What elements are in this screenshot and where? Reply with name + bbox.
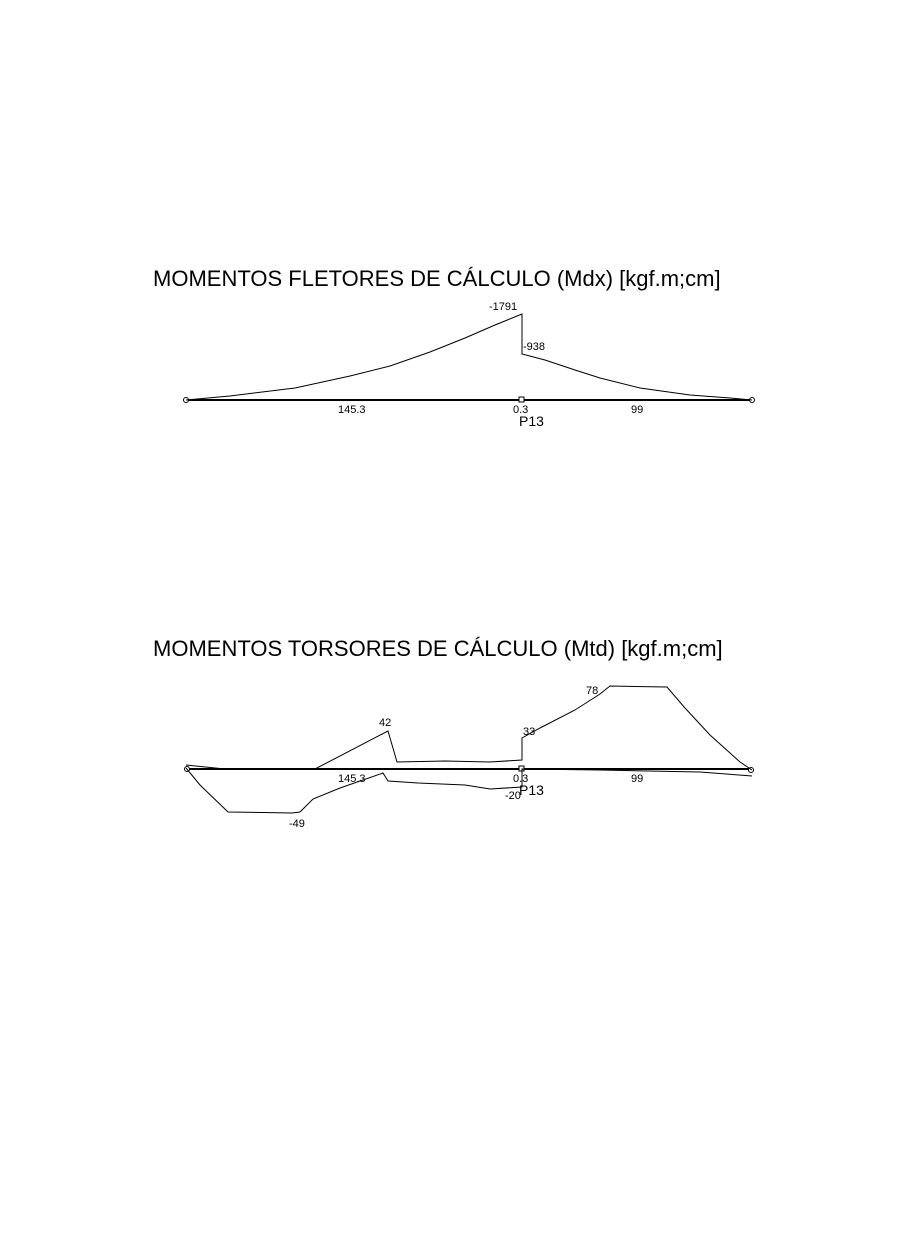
bending-moment-panel: MOMENTOS FLETORES DE CÁLCULO (Mdx) [kgf.… bbox=[0, 0, 900, 460]
span-label-support: 0.3 bbox=[513, 404, 528, 416]
value-label-78: 78 bbox=[586, 685, 598, 697]
bending-moment-title: MOMENTOS FLETORES DE CÁLCULO (Mdx) [kgf.… bbox=[153, 266, 721, 291]
support-node bbox=[518, 396, 525, 403]
torsion-curve-positive bbox=[185, 685, 753, 771]
span-label-right: 99 bbox=[631, 773, 643, 785]
torsion-moment-title: MOMENTOS TORSORES DE CÁLCULO (Mtd) [kgf.… bbox=[153, 636, 723, 661]
span-label-left: 145.3 bbox=[338, 773, 366, 785]
span-label-support: 0.3 bbox=[513, 773, 528, 785]
value-label-minus49: -49 bbox=[289, 818, 305, 830]
value-label-right: -938 bbox=[523, 341, 545, 353]
torsion-curve-negative bbox=[185, 767, 753, 814]
moment-curve bbox=[185, 313, 753, 401]
span-label-right: 99 bbox=[631, 404, 643, 416]
span-label-left: 145.3 bbox=[338, 404, 366, 416]
torsion-moment-panel: MOMENTOS TORSORES DE CÁLCULO (Mtd) [kgf.… bbox=[153, 636, 754, 830]
bending-moment-diagram: -1791 -938 145.3 0.3 99 P13 bbox=[183, 301, 755, 429]
value-label-min: -1791 bbox=[489, 301, 517, 313]
support-label: P13 bbox=[519, 782, 544, 798]
value-label-42: 42 bbox=[379, 717, 391, 729]
torsion-moment-diagram: 42 33 78 -49 -20 145.3 0.3 99 P13 bbox=[184, 685, 754, 830]
value-label-33: 33 bbox=[523, 726, 535, 738]
value-label-minus20: -20 bbox=[505, 790, 521, 802]
support-label: P13 bbox=[519, 413, 544, 429]
